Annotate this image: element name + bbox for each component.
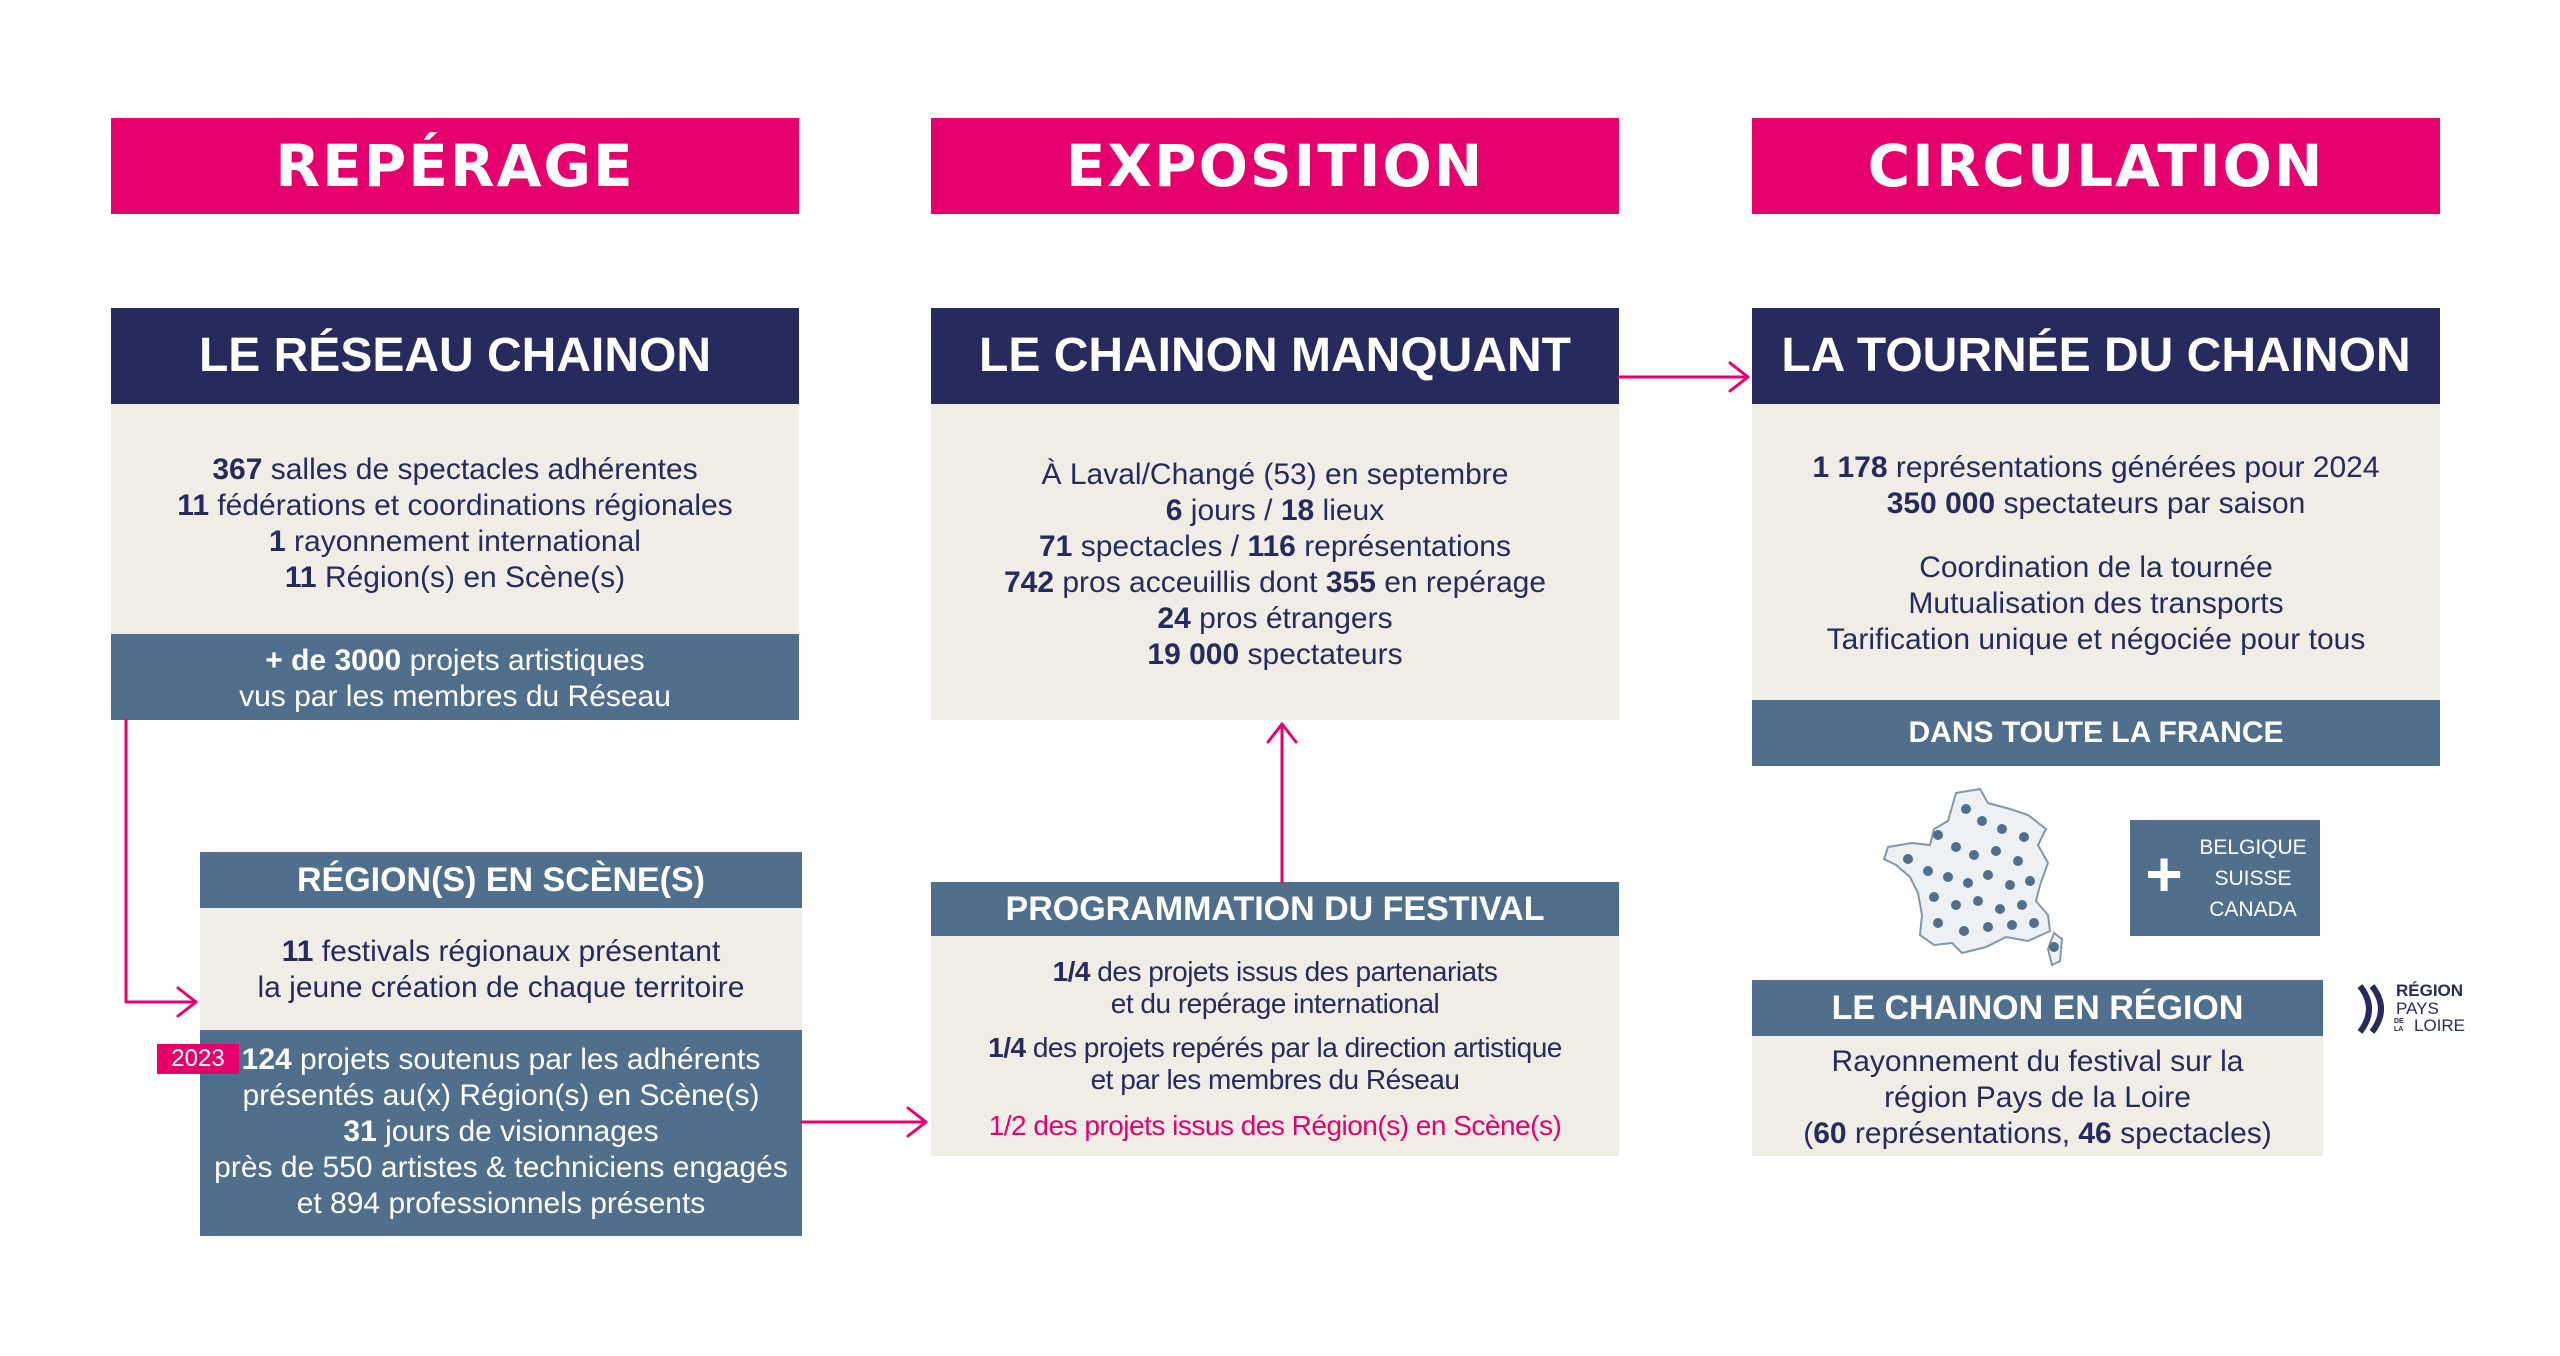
france-map-outline xyxy=(1882,787,2052,955)
tournee-representations: 1 178 représentations générées pour 2024 xyxy=(1812,451,2380,484)
country-canada: CANADA xyxy=(2209,898,2297,921)
tournee-mutualisation: Mutualisation des transports xyxy=(1908,587,2284,620)
reseau-projets: + de 3000 projets artistiques xyxy=(265,644,645,677)
france-map xyxy=(1882,787,2064,967)
regions-body: 11 festivals régionaux présentant la jeu… xyxy=(200,908,802,1030)
reseau-regions: 11 Région(s) en Scène(s) xyxy=(284,561,626,594)
reseau-salles: 367 salles de spectacles adhérentes xyxy=(212,453,698,486)
arrow-regions-to-programmation-head xyxy=(906,1106,928,1138)
programmation-q1-line2: et du repérage international xyxy=(1110,988,1440,1019)
map-markers xyxy=(1903,804,2059,952)
logo-de-la: DE LA xyxy=(2394,1018,2404,1033)
logo-loire: LOIRE xyxy=(2414,1016,2466,1035)
manquant-spectacles: 71 spectacles / 116 représentations xyxy=(1039,530,1511,563)
manquant-spectateurs: 19 000 spectateurs xyxy=(1147,638,1403,671)
arrow-manquant-to-tournee-head xyxy=(1728,361,1750,393)
column-header-circulation: CIRCULATION xyxy=(1752,118,2440,214)
year-badge: 2023 xyxy=(157,1044,239,1074)
regions-pros: et 894 professionnels présents xyxy=(296,1187,706,1220)
tournee-spectateurs: 350 000 spectateurs par saison xyxy=(1886,487,2306,520)
regions-stats: 124 projets soutenus par les adhérents p… xyxy=(200,1030,802,1236)
tournee-title: LA TOURNÉE DU CHAINON xyxy=(1752,308,2440,434)
column-header-exposition: EXPOSITION xyxy=(931,118,1619,214)
arrow-programmation-to-manquant-head xyxy=(1266,722,1298,744)
reseau-projets-band: + de 3000 projets artistiques vus par le… xyxy=(111,634,799,720)
manquant-lieu: À Laval/Changé (53) en septembre xyxy=(1041,458,1509,491)
programmation-half: 1/2 des projets issus des Région(s) en S… xyxy=(988,1110,1562,1141)
region-pdl-title: LE CHAINON EN RÉGION xyxy=(1752,980,2323,1036)
plus-icon: + xyxy=(2145,838,2183,910)
programmation-q2: 1/4 des projets repérés par la direction… xyxy=(988,1032,1562,1063)
regions-title: RÉGION(S) EN SCÈNE(S) xyxy=(200,852,802,908)
logo-region: RÉGION xyxy=(2396,981,2464,1000)
regions-festivals: 11 festivals régionaux présentant xyxy=(281,935,721,968)
reseau-rayonnement: 1 rayonnement international xyxy=(269,525,641,558)
tournee-body: 1 178 représentations générées pour 2024… xyxy=(1752,404,2440,700)
reseau-body: 367 salles de spectacles adhérentes 11 f… xyxy=(111,404,799,634)
regions-projets: 124 projets soutenus par les adhérents xyxy=(241,1043,761,1076)
arrow-reseau-to-regions xyxy=(124,718,198,1004)
countries-list: BELGIQUE SUISSE CANADA xyxy=(2192,832,2314,925)
tournee-coordination: Coordination de la tournée xyxy=(1919,551,2273,584)
reseau-projets-line2: vus par les membres du Réseau xyxy=(239,680,671,713)
region-logo-mark xyxy=(2357,984,2384,1034)
programmation-q1: 1/4 des projets issus des partenariats xyxy=(1052,956,1498,987)
region-logo-text: RÉGION PAYS DE LA LOIRE xyxy=(2394,981,2466,1035)
country-suisse: SUISSE xyxy=(2214,867,2292,890)
manquant-body: À Laval/Changé (53) en septembre 6 jours… xyxy=(931,404,1619,720)
international-box: + BELGIQUE SUISSE CANADA xyxy=(2130,820,2320,936)
regions-projets-line2: présentés au(x) Région(s) en Scène(s) xyxy=(242,1079,760,1112)
regions-artistes: près de 550 artistes & techniciens engag… xyxy=(214,1151,788,1184)
reseau-title: LE RÉSEAU CHAINON xyxy=(111,308,799,434)
programmation-title: PROGRAMMATION DU FESTIVAL xyxy=(931,882,1619,936)
programmation-body: 1/4 des projets issus des partenariats e… xyxy=(931,936,1619,1156)
programmation-q2-line2: et par les membres du Réseau xyxy=(1090,1064,1460,1095)
region-pdl-stats: (60 représentations, 46 spectacles) xyxy=(1803,1117,2272,1150)
column-header-reperage: REPÉRAGE xyxy=(111,118,799,214)
arrow-reseau-to-regions-head xyxy=(176,986,198,1018)
region-pdl-line1: Rayonnement du festival sur la xyxy=(1831,1045,2244,1078)
regions-festivals-line2: la jeune création de chaque territoire xyxy=(257,971,745,1004)
manquant-etrangers: 24 pros étrangers xyxy=(1157,602,1393,635)
region-pdl-body: Rayonnement du festival sur la région Pa… xyxy=(1752,1036,2323,1156)
manquant-jours: 6 jours / 18 lieux xyxy=(1165,494,1385,527)
reseau-federations: 11 fédérations et coordinations régional… xyxy=(177,489,733,522)
region-logo: RÉGION PAYS DE LA LOIRE xyxy=(2356,980,2476,1040)
reseau-title-text: LE RÉSEAU CHAINON xyxy=(198,329,712,382)
tournee-title-text: LA TOURNÉE DU CHAINON xyxy=(1781,329,2411,382)
country-belgique: BELGIQUE xyxy=(2199,836,2307,859)
logo-pays: PAYS xyxy=(2396,999,2439,1018)
manquant-pros: 742 pros acceuillis dont 355 en repérage xyxy=(1003,566,1547,599)
tournee-tarification: Tarification unique et négociée pour tou… xyxy=(1826,623,2366,656)
regions-jours: 31 jours de visionnages xyxy=(343,1115,659,1148)
tournee-france-band: DANS TOUTE LA FRANCE xyxy=(1752,700,2440,766)
manquant-title-text: LE CHAINON MANQUANT xyxy=(979,329,1571,382)
region-pdl-line2: région Pays de la Loire xyxy=(1884,1081,2191,1114)
